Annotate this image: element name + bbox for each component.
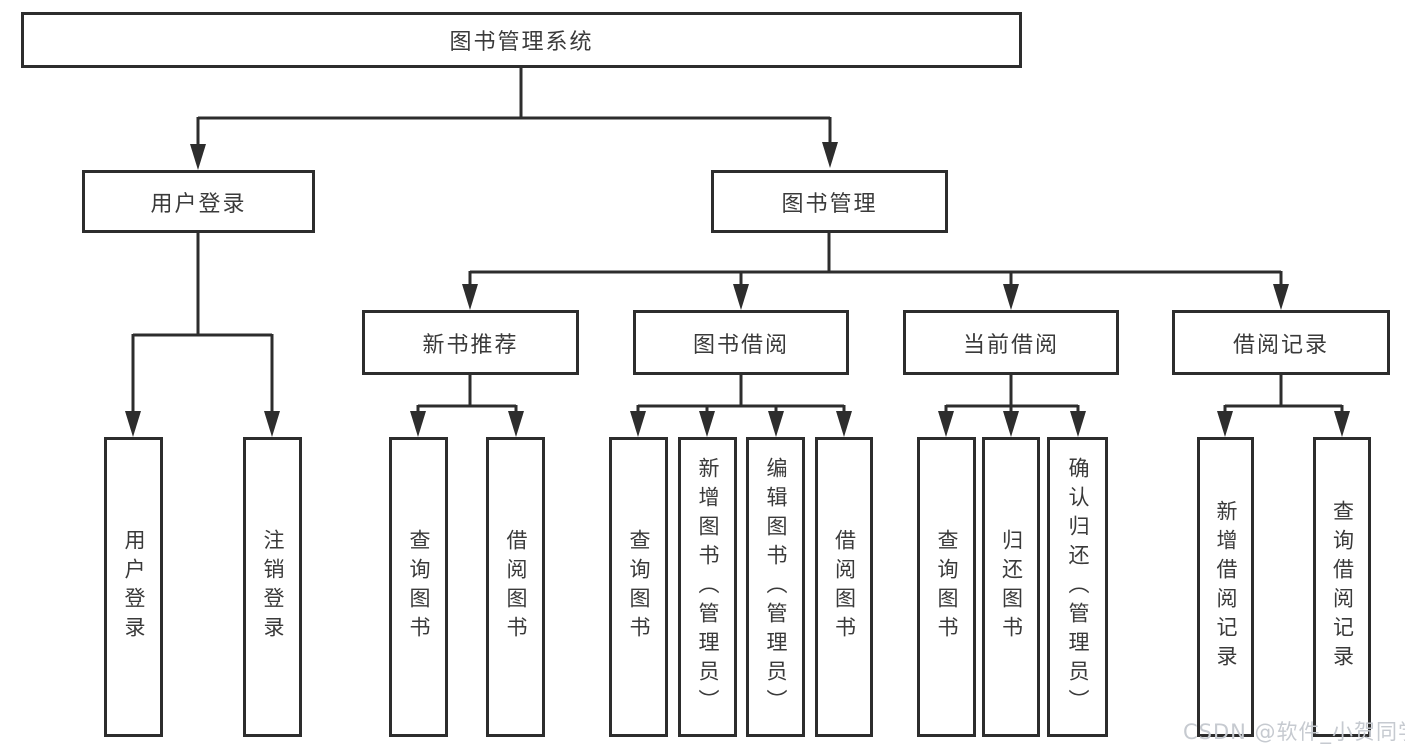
arrow-nb-leaf2-icon bbox=[508, 411, 524, 437]
node-book-management-label: 图书管理 bbox=[781, 191, 878, 217]
leaf-logout-label: 注销登录 bbox=[261, 529, 285, 645]
leaf-logout: 注销登录 bbox=[243, 437, 302, 737]
arrow-book-mgmt-icon bbox=[822, 142, 838, 168]
leaf-query-books-recommend-label: 查询图书 bbox=[407, 529, 431, 645]
node-book-management: 图书管理 bbox=[711, 170, 948, 233]
arrow-bookborrow-icon bbox=[733, 284, 749, 310]
node-user-login: 用户登录 bbox=[82, 170, 315, 233]
arrow-currentborrow-icon bbox=[1003, 284, 1019, 310]
leaf-query-books-borrow: 查询图书 bbox=[609, 437, 668, 737]
node-book-borrow-label: 图书借阅 bbox=[692, 332, 789, 358]
leaf-add-books-admin-label: 新增图书（管理员） bbox=[696, 456, 720, 718]
arrow-newbook-icon bbox=[462, 284, 478, 310]
leaf-add-borrow-record-label: 新增借阅记录 bbox=[1214, 500, 1238, 674]
arrow-cb-leaf2-icon bbox=[1003, 411, 1019, 437]
arrow-borrowrecords-icon bbox=[1273, 284, 1289, 310]
node-root-label: 图书管理系统 bbox=[449, 30, 594, 55]
node-book-borrow: 图书借阅 bbox=[633, 310, 849, 375]
arrow-bb-leaf3-icon bbox=[768, 411, 784, 437]
leaf-borrow-books-recommend: 借阅图书 bbox=[486, 437, 545, 737]
node-current-borrow: 当前借阅 bbox=[903, 310, 1119, 375]
node-root: 图书管理系统 bbox=[21, 12, 1022, 68]
leaf-edit-books-admin: 编辑图书（管理员） bbox=[746, 437, 805, 737]
leaf-query-borrow-record: 查询借阅记录 bbox=[1313, 437, 1371, 737]
arrow-br-leaf1-icon bbox=[1217, 411, 1233, 437]
leaf-return-books-label: 归还图书 bbox=[999, 529, 1024, 645]
leaf-add-books-admin: 新增图书（管理员） bbox=[678, 437, 737, 737]
leaf-confirm-return-admin-label: 确认归还（管理员） bbox=[1066, 456, 1090, 718]
arrow-cb-leaf1-icon bbox=[938, 411, 954, 437]
watermark: CSDN @软件_小贺同学 bbox=[1183, 720, 1405, 744]
node-user-login-label: 用户登录 bbox=[150, 191, 247, 217]
arrow-leaf-logout-icon bbox=[264, 411, 280, 437]
arrow-br-leaf2-icon bbox=[1334, 411, 1350, 437]
leaf-edit-books-admin-label: 编辑图书（管理员） bbox=[764, 456, 788, 718]
arrow-user-login-icon bbox=[190, 144, 206, 170]
arrow-nb-leaf1-icon bbox=[410, 411, 426, 437]
leaf-confirm-return-admin: 确认归还（管理员） bbox=[1047, 437, 1108, 737]
node-borrow-records-label: 借阅记录 bbox=[1232, 332, 1329, 358]
leaf-query-books-current: 查询图书 bbox=[917, 437, 976, 737]
node-borrow-records: 借阅记录 bbox=[1172, 310, 1390, 375]
arrow-leaf-login-icon bbox=[125, 411, 141, 437]
leaf-user-login-label: 用户登录 bbox=[122, 529, 146, 645]
node-new-book-recommend: 新书推荐 bbox=[362, 310, 579, 375]
leaf-return-books: 归还图书 bbox=[982, 437, 1040, 737]
arrowheads bbox=[125, 142, 1350, 437]
leaf-user-login: 用户登录 bbox=[104, 437, 163, 737]
arrow-bb-leaf1-icon bbox=[630, 411, 646, 437]
arrow-cb-leaf3-icon bbox=[1070, 411, 1086, 437]
arrow-bb-leaf2-icon bbox=[699, 411, 715, 437]
leaf-query-borrow-record-label: 查询借阅记录 bbox=[1330, 500, 1355, 674]
leaf-borrow-books-label: 借阅图书 bbox=[832, 529, 857, 645]
node-current-borrow-label: 当前借阅 bbox=[962, 332, 1059, 358]
leaf-borrow-books: 借阅图书 bbox=[815, 437, 873, 737]
leaf-add-borrow-record: 新增借阅记录 bbox=[1197, 437, 1254, 737]
leaf-query-books-borrow-label: 查询图书 bbox=[627, 529, 651, 645]
node-new-book-recommend-label: 新书推荐 bbox=[422, 332, 519, 358]
leaf-borrow-books-recommend-label: 借阅图书 bbox=[504, 529, 528, 645]
leaf-query-books-current-label: 查询图书 bbox=[935, 529, 959, 645]
leaf-query-books-recommend: 查询图书 bbox=[389, 437, 448, 737]
arrow-bb-leaf4-icon bbox=[836, 411, 852, 437]
